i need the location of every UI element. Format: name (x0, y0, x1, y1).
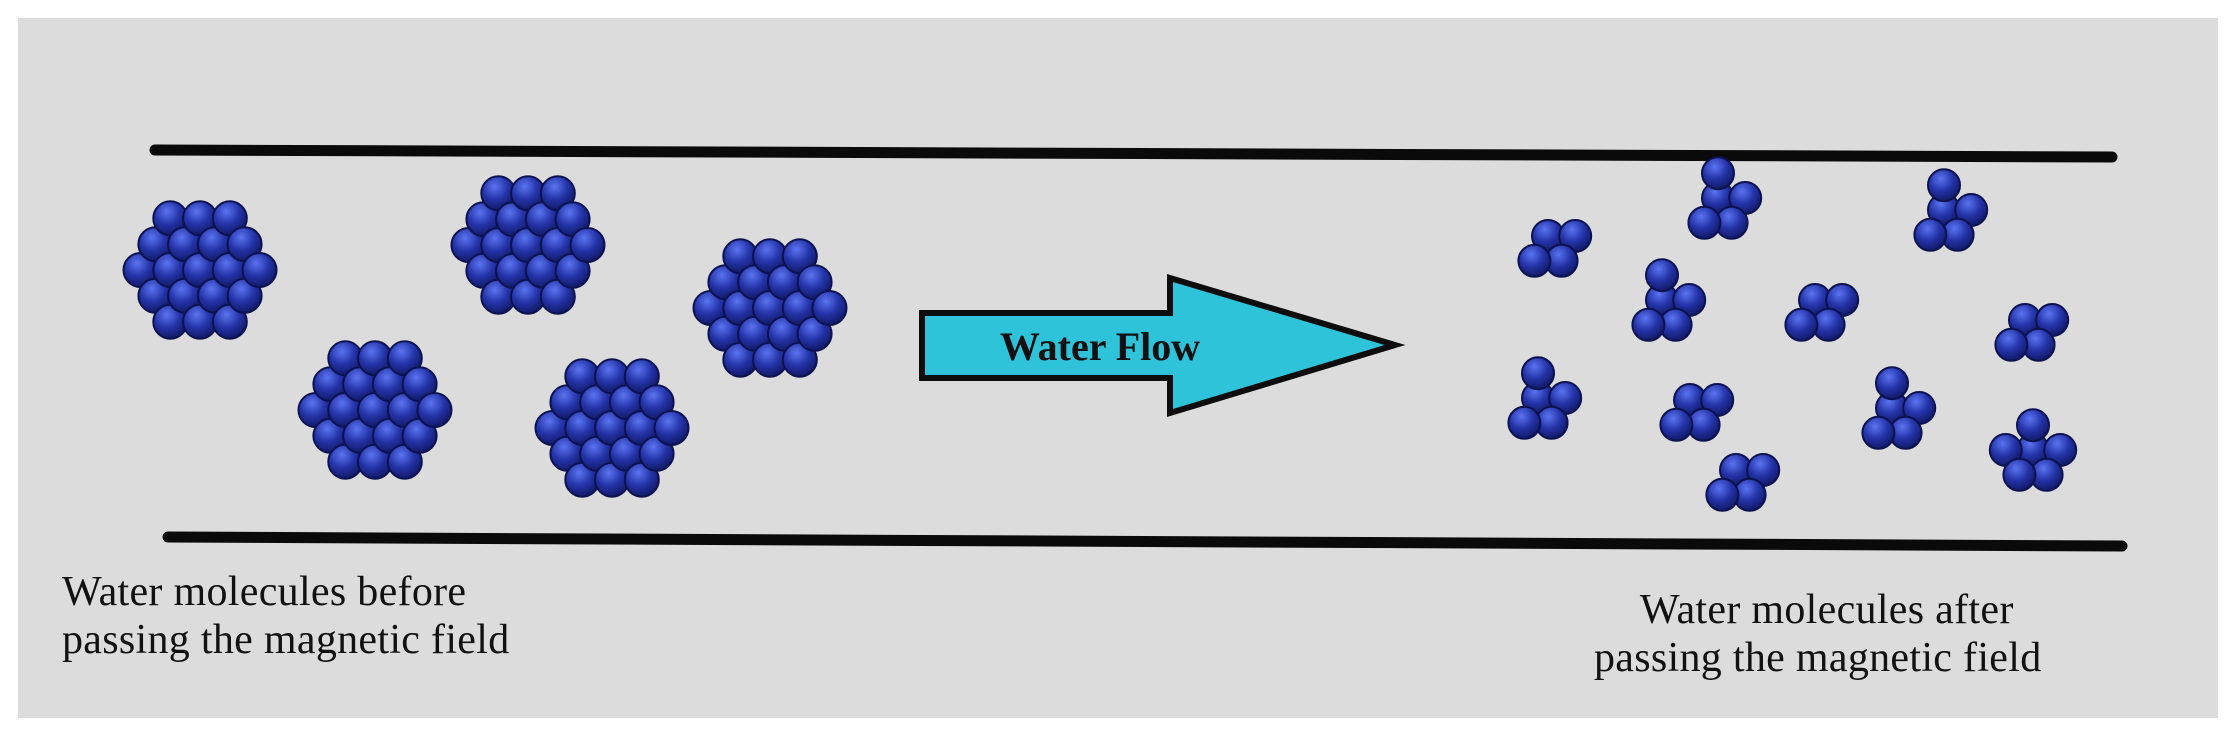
molecule-sphere (1784, 307, 1819, 342)
molecule-sphere (1521, 356, 1555, 391)
molecule-sphere (811, 290, 848, 326)
pipe-bottom-wall (162, 531, 2128, 552)
after-cluster-2 (1687, 156, 1763, 240)
molecule-sphere (1994, 327, 2029, 362)
molecule-sphere (1631, 307, 1666, 342)
molecule-sphere (1927, 168, 1961, 203)
after-cluster-3 (1913, 168, 1989, 252)
molecule-sphere (1875, 366, 1909, 401)
caption-before-line1: Water molecules before (62, 569, 467, 615)
molecule-sphere (1861, 415, 1896, 450)
after-cluster-1 (1517, 219, 1593, 278)
molecule-sphere (2016, 408, 2050, 443)
after-cluster-8 (1659, 383, 1735, 442)
molecule-sphere (1659, 407, 1694, 442)
before-cluster-2 (450, 175, 606, 315)
molecule-sphere (2002, 457, 2037, 492)
pipe-top-wall (149, 144, 2118, 163)
before-cluster-1 (122, 200, 278, 340)
after-cluster-9 (1861, 366, 1937, 450)
before-cluster-3 (692, 238, 848, 378)
after-cluster-11 (1988, 408, 2078, 492)
molecule-sphere (1645, 258, 1679, 293)
after-cluster-10 (1705, 453, 1781, 512)
molecule-sphere (1687, 205, 1722, 240)
caption-before-line2: passing the magnetic field (62, 617, 510, 663)
before-cluster-4 (297, 340, 453, 480)
after-cluster-7 (1507, 356, 1583, 440)
molecule-sphere (1913, 217, 1948, 252)
molecule-sphere (1507, 405, 1542, 440)
molecule-sphere (569, 227, 606, 263)
caption-after: Water molecules after passing the magnet… (1594, 586, 2042, 682)
arrow-label: Water Flow (1000, 324, 1200, 369)
after-molecule-clusters (1507, 156, 2078, 512)
after-cluster-6 (1994, 303, 2070, 362)
caption-after-line1: Water molecules after (1639, 587, 2014, 633)
after-cluster-5 (1784, 283, 1860, 342)
water-flow-arrow: Water Flow (919, 273, 1406, 418)
molecule-sphere (241, 252, 278, 288)
molecule-sphere (1705, 477, 1740, 512)
after-cluster-4 (1631, 258, 1707, 342)
before-cluster-5 (534, 358, 690, 498)
molecule-sphere (1517, 243, 1552, 278)
molecule-sphere (1701, 156, 1735, 191)
before-molecule-clusters (122, 175, 848, 498)
caption-after-line2: passing the magnetic field (1594, 635, 2042, 681)
arrow-shape (919, 273, 1406, 418)
molecule-sphere (653, 410, 690, 446)
molecule-sphere (416, 392, 453, 428)
caption-before: Water molecules before passing the magne… (62, 568, 510, 664)
